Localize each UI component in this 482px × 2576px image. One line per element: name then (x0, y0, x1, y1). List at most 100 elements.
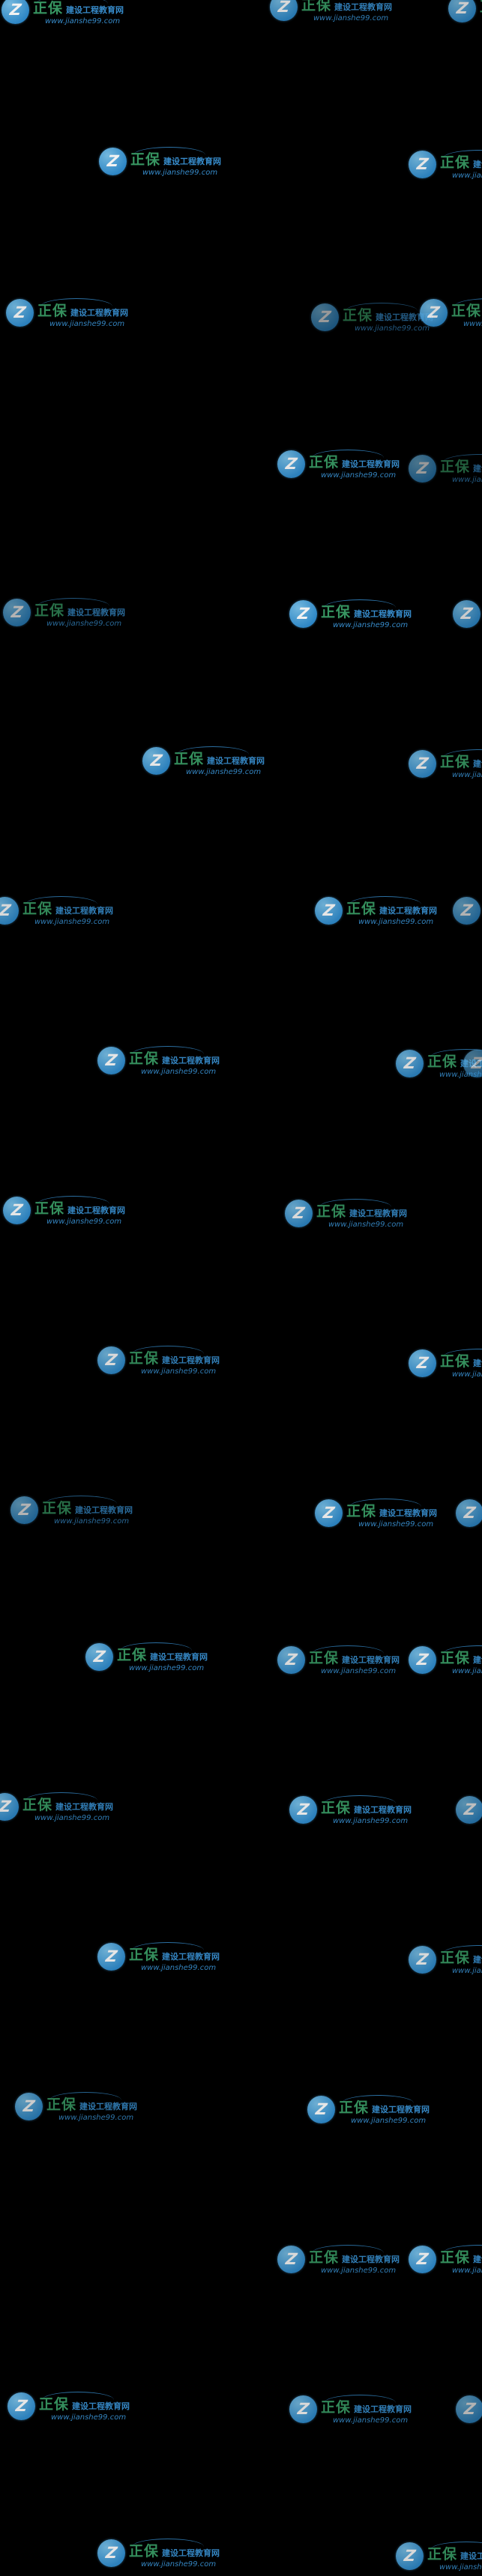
zhengbao-logo-icon: Z (97, 1047, 125, 1075)
logo-letter: Z (415, 1651, 430, 1669)
watermark-text: 正保 建设工程教育网 www.jianshe99.com (129, 1346, 220, 1376)
watermark: Z 正保 建设工程教育网 www.jianshe99.com (409, 150, 482, 180)
watermark-url: www.jianshe99.com (439, 2563, 482, 2572)
logo-letter: Z (322, 1504, 336, 1523)
watermark-url: www.jianshe99.com (463, 319, 482, 328)
watermark-site-name: 建设工程教育网 (79, 2102, 138, 2111)
watermark-brand: 正保 (451, 303, 482, 319)
swoosh-arc-icon (42, 2392, 114, 2400)
swoosh-arc-icon (319, 1199, 391, 1207)
watermark: Z 正保 建设工程教育网 www.jianshe99.com (3, 1196, 125, 1226)
logo-letter: Z (403, 1054, 417, 1073)
watermark-brand: 正保 (440, 1353, 471, 1370)
watermark: Z 正保 建设工程教育网 www.jianshe99.com (99, 147, 221, 177)
watermark-text: 正保 建设工程教育网 www.jianshe99.com (440, 1945, 482, 1975)
swoosh-arc-icon (342, 2095, 414, 2103)
swoosh-arc-icon (324, 2395, 396, 2403)
logo-letter: Z (284, 1651, 298, 1669)
watermark-brand: 正保 (130, 151, 161, 168)
zhengbao-logo-icon: Z (315, 1499, 343, 1528)
watermark-text: 正保 建设工程教育网 www.jianshe99.com (346, 1499, 437, 1529)
logo-letter: Z (104, 1351, 118, 1370)
watermark-brand: 正保 (39, 2396, 70, 2413)
logo-letter: Z (13, 303, 27, 322)
zhengbao-logo-icon: Z (456, 2395, 482, 2424)
logo-letter: Z (296, 2400, 310, 2419)
watermark-site-name: 建设工程教育网 (376, 312, 434, 322)
zhengbao-logo-icon: Z (289, 600, 317, 629)
logo-letter: Z (284, 2250, 298, 2269)
watermark-site-name: 建设工程教育网 (473, 1955, 482, 1965)
watermark-text: 正保 建设工程教育网 www.jianshe99.com (316, 1199, 407, 1229)
watermark-line1: 正保 建设工程教育网 (33, 1, 124, 16)
zhengbao-logo-icon: Z (277, 2246, 305, 2274)
watermark-line1: 正保 建设工程教育网 (129, 1947, 220, 1963)
watermark-text: 正保 建设工程教育网 www.jianshe99.com (34, 598, 125, 628)
watermark-line1: 正保 建设工程教育网 (440, 1354, 482, 1370)
watermark-line1: 正保 建设工程教育网 (440, 755, 482, 770)
watermark-line1: 正保 建设工程教育网 (39, 2397, 130, 2413)
watermark-brand: 正保 (346, 1503, 377, 1520)
zhengbao-logo-icon: Z (453, 600, 481, 629)
watermark-brand: 正保 (346, 901, 377, 917)
watermark-url: www.jianshe99.com (141, 1963, 217, 1972)
swoosh-arc-icon (443, 1349, 482, 1357)
logo-letter: Z (22, 2097, 36, 2116)
swoosh-arc-icon (312, 1645, 384, 1654)
watermark-text: 正保 建设工程教育网 www.jianshe99.com (440, 1645, 482, 1675)
watermark-url: www.jianshe99.com (34, 1813, 110, 1822)
watermark-text: 正保 建设工程教育网 www.jianshe99.com (440, 1349, 482, 1379)
watermark-brand: 正保 (174, 751, 205, 767)
logo-letter: Z (455, 0, 469, 18)
watermark-line1: 正保 建设工程教育网 (316, 1204, 407, 1220)
watermark-brand: 正保 (301, 0, 332, 13)
watermark-brand: 正保 (117, 1647, 148, 1663)
watermark-text: 正保 建设工程教育网 www.jianshe99.com (129, 1046, 220, 1076)
zhengbao-logo-icon: Z (3, 599, 31, 627)
watermark: Z 正保 建设工程教育网 www.jianshe99.com (10, 1496, 133, 1526)
logo-letter: Z (277, 0, 291, 16)
watermark-line1: 正保 建设工程教育网 (34, 603, 125, 619)
watermark-line1: 正保 建设工程教育网 (321, 1801, 412, 1816)
zhengbao-logo-icon: Z (456, 1499, 482, 1528)
watermark-line1: 正保 建设工程教育网 (321, 605, 412, 620)
watermark-url: www.jianshe99.com (321, 1666, 397, 1675)
watermark-site-name: 建设工程教育网 (473, 759, 482, 769)
swoosh-arc-icon (45, 1496, 117, 1504)
swoosh-arc-icon (430, 1049, 482, 1057)
zhengbao-logo-icon: Z (277, 450, 305, 479)
watermark-text: 正保 建设工程教育网 www.jianshe99.com (42, 1496, 133, 1526)
zhengbao-logo-icon: Z (97, 1943, 125, 1971)
watermark: Z 正保 建设工程教育网 www.jianshe99.com (97, 2539, 220, 2569)
watermark-site-name: 建设工程教育网 (354, 2404, 412, 2414)
swoosh-arc-icon (25, 1792, 97, 1801)
swoosh-arc-icon (25, 896, 97, 904)
zhengbao-logo-icon: Z (10, 1496, 38, 1525)
watermark-brand: 正保 (129, 1947, 160, 1963)
zhengbao-logo-icon: Z (1, 0, 29, 25)
zhengbao-logo-icon: Z (0, 1793, 19, 1821)
watermark-site-name: 建设工程教育网 (162, 1056, 220, 1065)
zhengbao-logo-icon: Z (463, 1050, 482, 1078)
zhengbao-logo-icon: Z (15, 2093, 43, 2121)
watermark-line1: 正保 建设工程教育网 (440, 459, 482, 475)
watermark-brand: 正保 (34, 602, 65, 619)
swoosh-arc-icon (349, 1499, 421, 1507)
watermark-url: www.jianshe99.com (51, 2413, 127, 2422)
watermark-line1: 正保 建设工程教育网 (480, 0, 482, 15)
watermark-brand: 正保 (480, 0, 482, 15)
watermark: Z 正保 建设工程教育网 www.jianshe99.com (1, 0, 124, 25)
watermark-url: www.jianshe99.com (186, 767, 262, 776)
watermark-site-name: 建设工程教育网 (473, 2255, 482, 2264)
watermark-brand: 正保 (440, 754, 471, 770)
watermark-brand: 正保 (440, 459, 471, 475)
watermark-url: www.jianshe99.com (355, 324, 430, 333)
watermark-line1: 正保 建设工程教育网 (346, 1504, 437, 1520)
watermark: Z 正保 建设工程教育网 www.jianshe99.com (277, 1645, 400, 1675)
zhengbao-logo-icon: Z (6, 299, 34, 327)
watermark-brand: 正保 (440, 1950, 471, 1966)
watermark-site-name: 建设工程教育网 (162, 2548, 220, 2558)
watermark-url: www.jianshe99.com (452, 171, 482, 180)
zhengbao-logo-icon: Z (0, 897, 19, 925)
